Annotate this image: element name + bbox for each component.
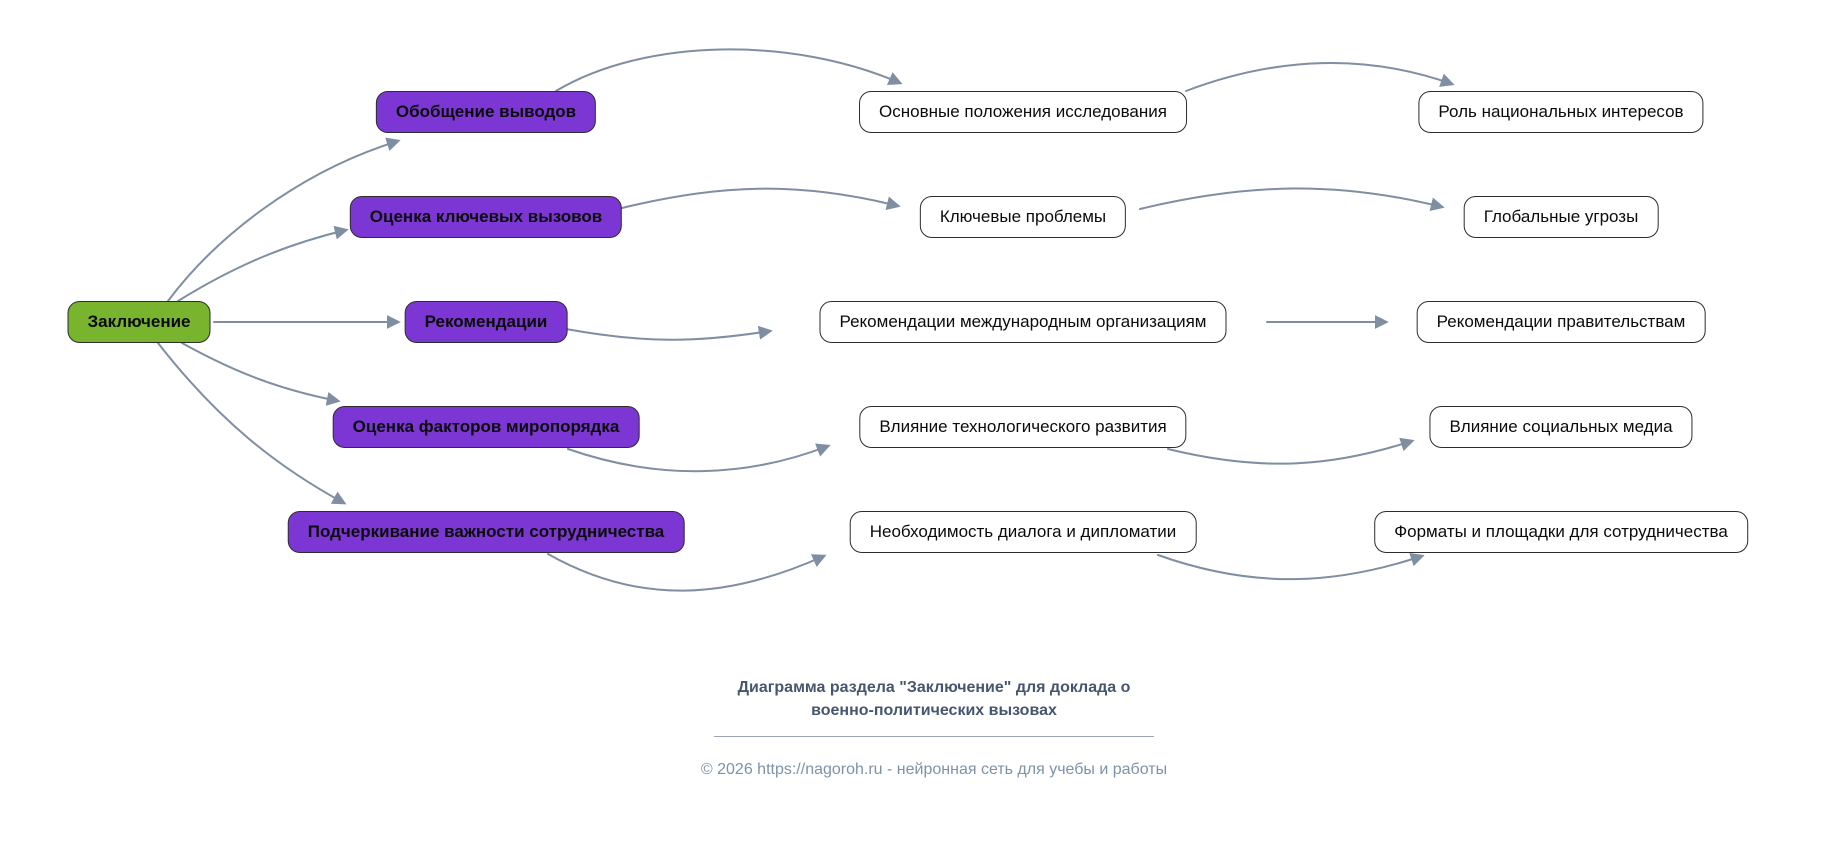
edge-sub-1-to-detail-1 <box>1139 187 1445 212</box>
diagram-caption: Диаграмма раздела "Заключение" для докла… <box>534 676 1334 722</box>
detail-node-3: Влияние социальных медиа <box>1429 406 1693 448</box>
footer-divider <box>714 736 1154 738</box>
sub-node-3: Влияние технологического развития <box>859 406 1187 448</box>
footer: Диаграмма раздела "Заключение" для докла… <box>534 676 1334 779</box>
sub-node-2: Рекомендации международным организациям <box>819 301 1227 343</box>
edge-sub-3-to-detail-3 <box>1167 437 1415 465</box>
root-node: Заключение <box>67 301 211 343</box>
edge-root-to-branch-3 <box>181 342 341 406</box>
edge-branch-4-to-sub-4 <box>547 553 827 592</box>
branch-node-4: Подчеркивание важности сотрудничества <box>287 511 685 553</box>
branch-node-1: Оценка ключевых вызовов <box>349 196 623 238</box>
edge-root-to-branch-0 <box>167 137 401 302</box>
detail-node-4: Форматы и площадки для сотрудничества <box>1374 511 1748 553</box>
sub-node-1: Ключевые проблемы <box>919 196 1127 238</box>
detail-node-1: Глобальные угрозы <box>1463 196 1659 238</box>
edge-root-to-branch-1 <box>177 225 349 302</box>
sub-node-4: Необходимость диалога и дипломатии <box>849 511 1197 553</box>
branch-node-0: Обобщение выводов <box>375 91 597 133</box>
edge-sub-0-to-detail-0 <box>1185 62 1455 92</box>
edge-branch-3-to-sub-3 <box>567 443 831 473</box>
sub-node-0: Основные положения исследования <box>859 91 1187 133</box>
edge-branch-1-to-sub-1 <box>617 187 901 211</box>
branch-node-3: Оценка факторов миропорядка <box>332 406 640 448</box>
detail-node-0: Роль национальных интересов <box>1418 91 1704 133</box>
copyright-text: © 2026 https://nagoroh.ru - нейронная се… <box>700 761 1168 779</box>
diagram-caption-line-1: Диаграмма раздела "Заключение" для докла… <box>737 679 1131 696</box>
edge-sub-4-to-detail-4 <box>1157 552 1425 581</box>
branch-node-2: Рекомендации <box>404 301 568 343</box>
detail-node-2: Рекомендации правительствам <box>1416 301 1706 343</box>
edge-root-to-branch-4 <box>157 342 347 505</box>
diagram-caption-line-2: военно-политических вызовах <box>811 702 1057 720</box>
edge-branch-2-to-sub-2 <box>565 325 773 341</box>
edge-branch-0-to-sub-0 <box>555 48 903 92</box>
